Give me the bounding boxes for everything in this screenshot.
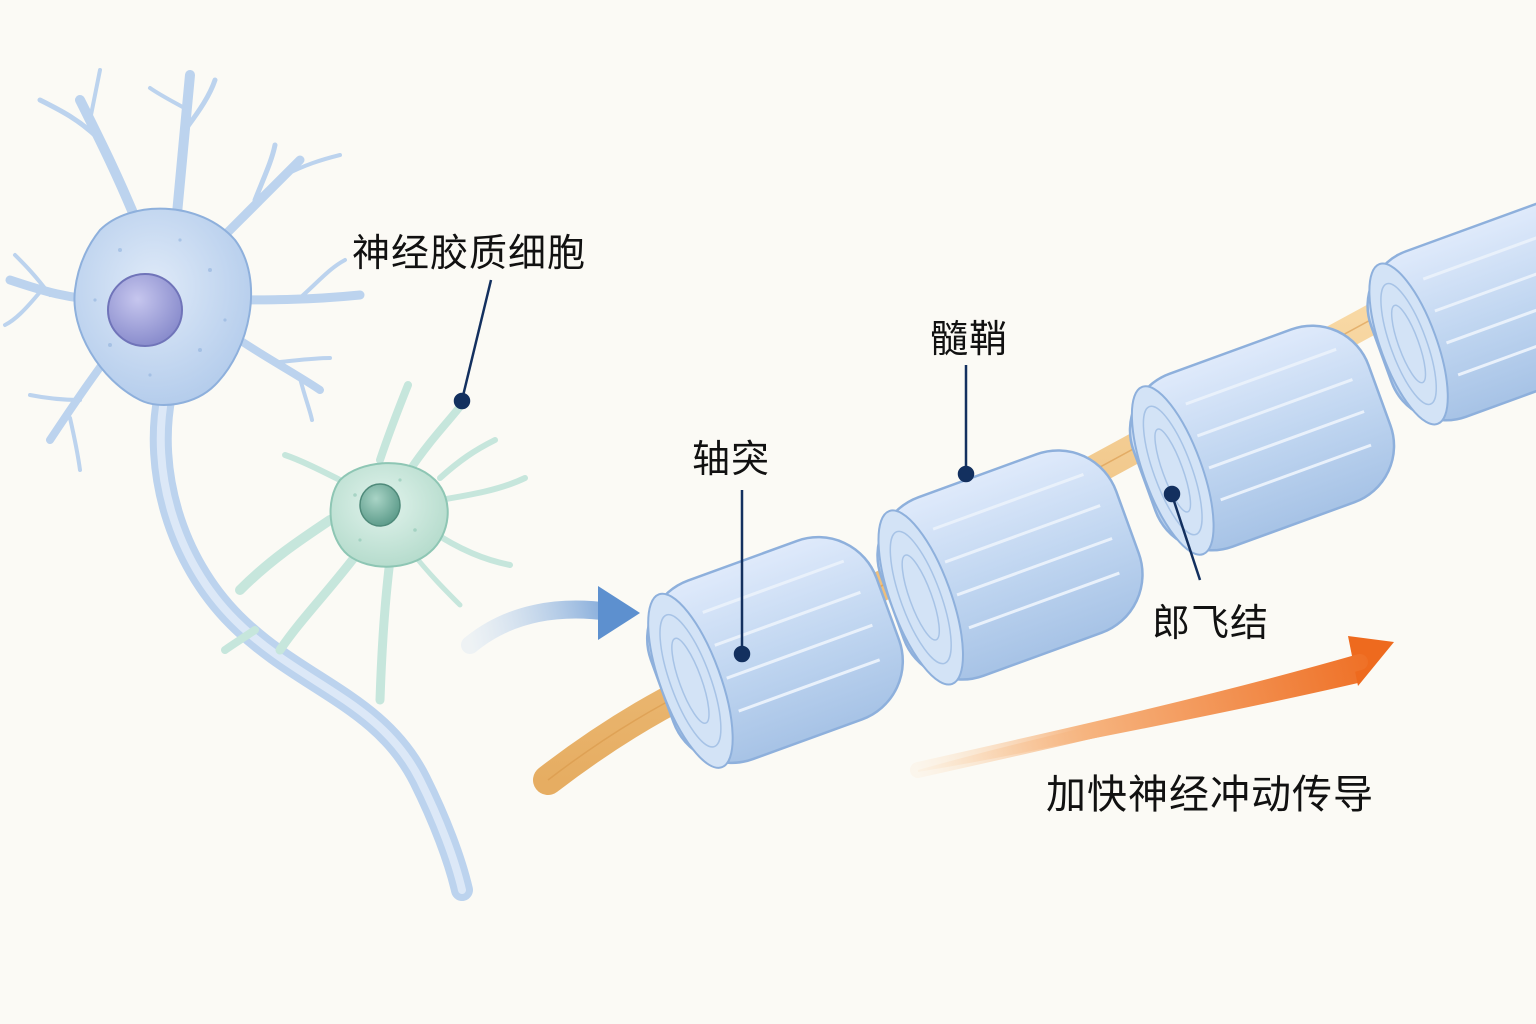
glial-cell-label: 神经胶质细胞 <box>352 231 587 275</box>
node-of-ranvier-label: 郎飞结 <box>1152 601 1270 645</box>
myelin-segment <box>876 449 1144 686</box>
glial-nucleus <box>359 483 401 527</box>
faster-conduction-label: 加快神经冲动传导 <box>1046 772 1374 818</box>
leader-lines <box>453 279 1202 663</box>
glial-cell <box>221 381 528 705</box>
axon-label: 轴突 <box>692 437 771 481</box>
curved-arrow-right-icon <box>461 586 640 654</box>
neuron-texture <box>93 238 227 377</box>
neuron-nucleus <box>107 273 183 347</box>
myelin-sheath-label: 髓鞘 <box>930 317 1009 361</box>
myelin-segment <box>1128 324 1396 556</box>
myelin-segment <box>1366 197 1536 426</box>
arrow-right-icon <box>910 636 1394 778</box>
myelin-segment <box>645 535 905 769</box>
